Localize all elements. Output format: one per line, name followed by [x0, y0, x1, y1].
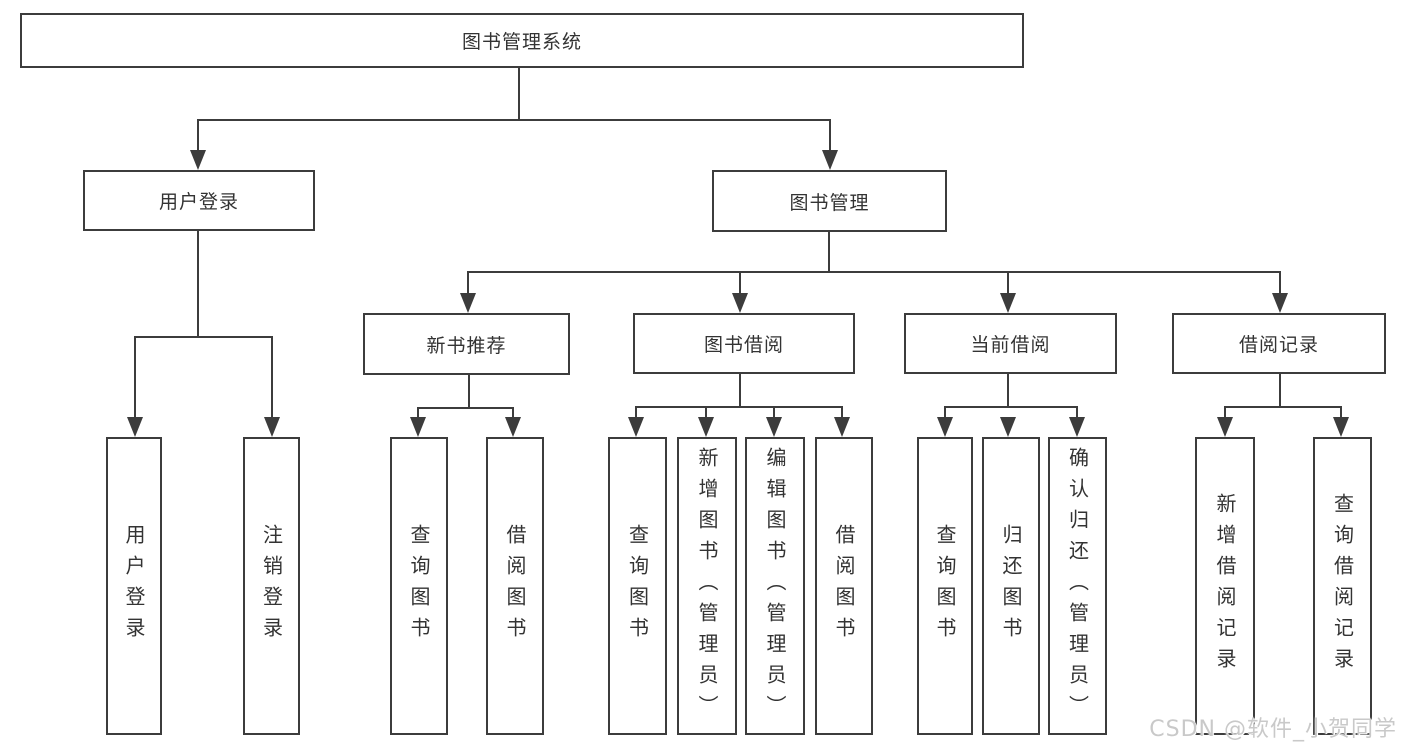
arrow-down-icon	[460, 293, 476, 313]
arrow-down-icon	[264, 417, 280, 437]
arrow-down-icon	[766, 417, 782, 437]
leaf-add-book-admin: 新增图书（管理员）	[677, 437, 737, 735]
leaf-query-books-current: 查询图书	[917, 437, 973, 735]
node-new-book-recommend: 新书推荐	[363, 313, 570, 375]
node-borrow-records: 借阅记录	[1172, 313, 1386, 374]
connector-line	[468, 375, 470, 409]
connector-line	[1224, 406, 1226, 419]
arrow-down-icon	[1069, 417, 1085, 437]
node-new-book-recommend-label: 新书推荐	[426, 334, 507, 357]
connector-line	[829, 119, 831, 153]
leaf-query-books-borrow-label: 查询图书	[625, 524, 650, 648]
leaf-query-books-borrow: 查询图书	[608, 437, 667, 735]
arrow-down-icon	[1217, 417, 1233, 437]
connector-line	[1007, 271, 1009, 297]
leaf-user-login: 用户登录	[106, 437, 162, 735]
connector-line	[739, 374, 741, 408]
node-root: 图书管理系统	[20, 13, 1024, 68]
arrow-down-icon	[190, 150, 206, 170]
node-user-login: 用户登录	[83, 170, 315, 231]
connector-line	[739, 271, 741, 297]
connector-line	[467, 271, 1281, 273]
connector-line	[1279, 374, 1281, 408]
connector-line	[1279, 271, 1281, 297]
node-current-borrow: 当前借阅	[904, 313, 1117, 374]
connector-line	[512, 407, 514, 419]
node-root-label: 图书管理系统	[461, 31, 582, 53]
node-borrow-records-label: 借阅记录	[1238, 334, 1319, 356]
node-book-borrow: 图书借阅	[633, 313, 855, 374]
node-user-login-label: 用户登录	[158, 191, 239, 213]
connector-line	[467, 271, 469, 297]
connector-line	[944, 406, 946, 419]
connector-line	[773, 406, 775, 419]
connector-line	[828, 232, 830, 273]
leaf-query-books-current-label: 查询图书	[933, 524, 957, 648]
arrow-down-icon	[628, 417, 644, 437]
connector-line	[1007, 374, 1009, 408]
leaf-user-login-label: 用户登录	[122, 524, 146, 648]
leaf-edit-book-admin-label: 编辑图书（管理员）	[763, 446, 787, 726]
connector-line	[417, 407, 514, 409]
connector-line	[841, 406, 843, 419]
connector-line	[944, 406, 1078, 408]
leaf-confirm-return-admin-label: 确认归还（管理员）	[1065, 446, 1090, 726]
leaf-query-books-recommend: 查询图书	[390, 437, 448, 735]
leaf-query-borrow-record-label: 查询借阅记录	[1330, 493, 1355, 679]
leaf-borrow-books-recommend: 借阅图书	[486, 437, 544, 735]
connector-line	[1076, 406, 1078, 419]
leaf-borrow-books-recommend-label: 借阅图书	[503, 524, 527, 648]
connector-line	[134, 336, 273, 338]
arrow-down-icon	[1272, 293, 1288, 313]
connector-line	[1224, 406, 1342, 408]
node-book-management-label: 图书管理	[789, 191, 870, 214]
leaf-query-borrow-record: 查询借阅记录	[1313, 437, 1372, 735]
connector-line	[271, 336, 273, 419]
arrow-down-icon	[1333, 417, 1349, 437]
leaf-return-books-label: 归还图书	[999, 524, 1023, 648]
leaf-add-book-admin-label: 新增图书（管理员）	[695, 446, 719, 726]
arrow-down-icon	[834, 417, 850, 437]
connector-line	[705, 406, 707, 419]
leaf-edit-book-admin: 编辑图书（管理员）	[745, 437, 805, 735]
leaf-logout-label: 注销登录	[259, 524, 284, 648]
arrow-down-icon	[410, 417, 426, 437]
leaf-return-books: 归还图书	[982, 437, 1040, 735]
node-book-management: 图书管理	[712, 170, 947, 232]
connector-line	[518, 67, 520, 121]
arrow-down-icon	[1000, 417, 1016, 437]
connector-line	[197, 119, 199, 153]
connector-line	[197, 231, 199, 338]
connector-line	[635, 406, 843, 408]
leaf-logout: 注销登录	[243, 437, 300, 735]
arrow-down-icon	[732, 293, 748, 313]
connector-line	[197, 119, 831, 121]
arrow-down-icon	[822, 150, 838, 170]
connector-line	[417, 407, 419, 419]
watermark: CSDN @软件_小贺同学	[1149, 717, 1397, 742]
node-current-borrow-label: 当前借阅	[970, 334, 1051, 356]
leaf-borrow-books-borrow-label: 借阅图书	[832, 524, 856, 648]
arrow-down-icon	[505, 417, 521, 437]
leaf-add-borrow-record-label: 新增借阅记录	[1213, 493, 1237, 679]
node-book-borrow-label: 图书借阅	[703, 334, 784, 356]
arrow-down-icon	[127, 417, 143, 437]
leaf-query-books-recommend-label: 查询图书	[407, 524, 431, 648]
arrow-down-icon	[937, 417, 953, 437]
leaf-confirm-return-admin: 确认归还（管理员）	[1048, 437, 1107, 735]
arrow-down-icon	[1000, 293, 1016, 313]
connector-line	[134, 336, 136, 419]
leaf-borrow-books-borrow: 借阅图书	[815, 437, 873, 735]
leaf-add-borrow-record: 新增借阅记录	[1195, 437, 1255, 735]
connector-line	[635, 406, 637, 419]
connector-line	[1340, 406, 1342, 419]
arrow-down-icon	[698, 417, 714, 437]
